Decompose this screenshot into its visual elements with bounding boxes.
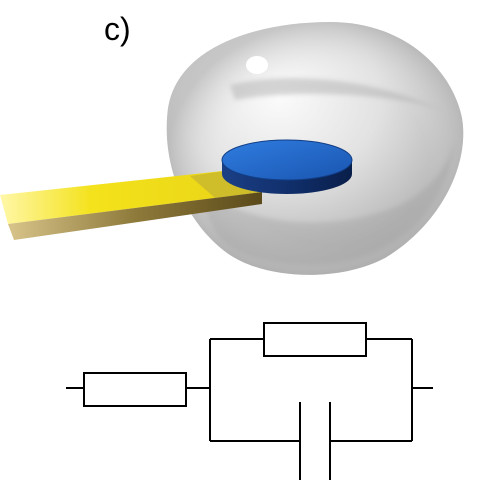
panel-label: c) bbox=[104, 11, 131, 47]
droplet-highlight bbox=[246, 56, 268, 74]
equivalent-circuit bbox=[66, 322, 433, 480]
electrode-disk bbox=[221, 139, 353, 194]
lead-strip bbox=[0, 170, 262, 240]
parallel-resistor bbox=[263, 322, 367, 357]
series-resistor bbox=[83, 372, 187, 407]
